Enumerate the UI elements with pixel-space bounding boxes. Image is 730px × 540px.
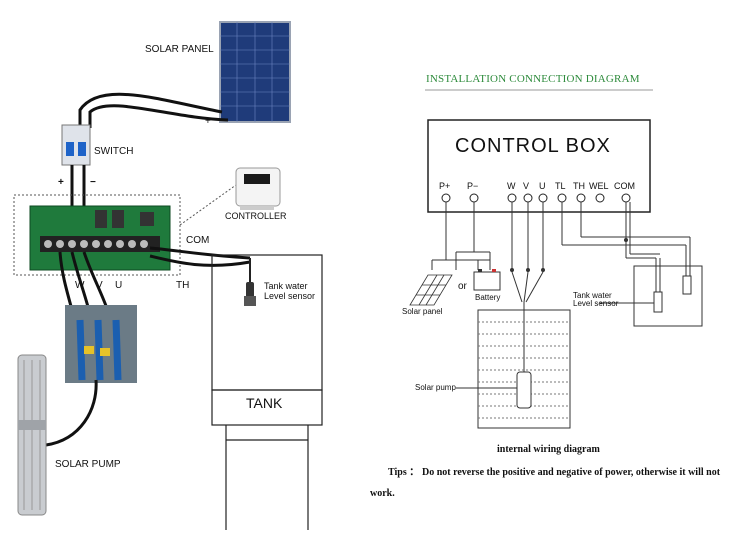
schematic-battery [473,269,501,291]
schematic-solar-panel-label: Solar panel [402,307,443,316]
terminal-label-w: W [507,181,516,191]
cable-junction-image [65,305,137,383]
th-label: TH [176,280,190,291]
controller-image [235,167,281,210]
solar-pump-image [17,354,47,516]
solar-pump-label: SOLAR PUMP [55,459,121,470]
diagram-title: INSTALLATION CONNECTION DIAGRAM [426,73,640,85]
or-label: or [458,281,467,292]
schematic-solar-panel [409,274,453,306]
tank-drawing [211,254,323,530]
terminal-label-u: U [539,181,546,191]
switch-plus-label: + [58,177,64,188]
terminal-label-wel: WEL [589,181,609,191]
sensor-label-1: Tank water [573,291,612,300]
tank-label: TANK [246,395,283,411]
tips-text: Do not reverse the positive and negative… [422,467,721,478]
solar-panel-label: SOLAR PANEL [145,44,214,55]
controller-board [29,205,171,271]
solar-panel-image [219,21,291,123]
panel-plus-label: + [205,116,211,127]
switch-minus-label: − [90,177,96,188]
com-label: COM [186,235,210,246]
w-label: W [75,280,85,291]
switch-image [61,124,91,166]
u-label: U [115,280,123,291]
v-label: V [96,280,103,291]
sensor-label-2: Level sensor [573,299,619,308]
internal-wiring-caption: internal wiring diagram [497,444,600,455]
tank-sensor-label-1: Tank water [264,281,308,291]
terminal-label-com: COM [614,181,635,191]
terminal-label-p-plus: P+ [439,181,451,191]
terminal-label-p-minus: P− [467,181,479,191]
tips-text-2: work. [370,488,395,499]
battery-label: Battery [475,293,501,302]
tank-sensor-label-2: Level sensor [264,291,316,301]
schematic-pump-label: Solar pump [415,383,456,392]
control-box-label: CONTROL BOX [455,135,611,157]
controller-label: CONTROLLER [225,211,287,221]
terminal-circles [441,193,631,203]
tips-label: Tips ： [388,467,420,478]
schematic-well [456,309,571,429]
tank-sensor-image [244,258,256,306]
terminal-label-v: V [523,181,530,191]
terminal-label-th: TH [573,181,585,191]
switch-label: SWITCH [94,146,134,157]
schematic-sensor-tank [600,265,703,327]
terminal-label-tl: TL [555,181,566,191]
